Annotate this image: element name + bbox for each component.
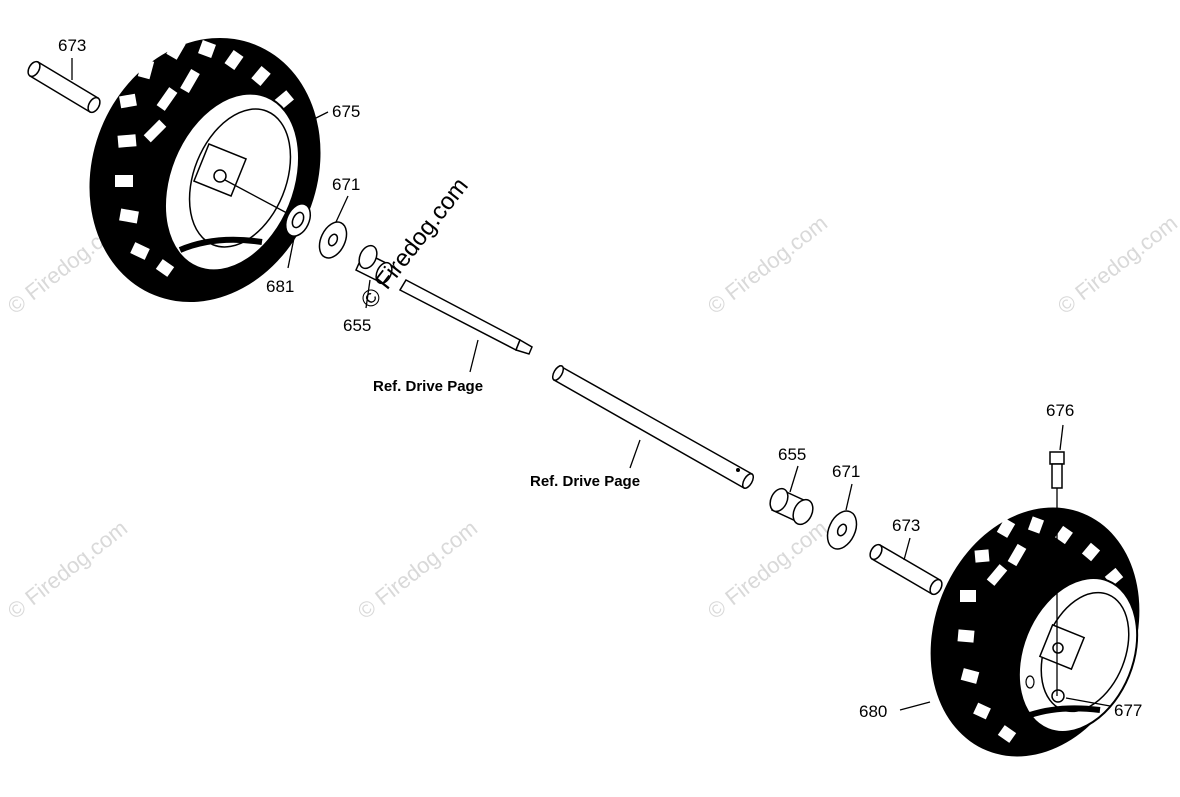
part-671-bottom-washer xyxy=(826,510,858,550)
callout-681: 681 xyxy=(266,277,294,296)
part-673-bottom-bushing xyxy=(869,543,943,596)
watermark-2: © Firedog.com xyxy=(703,210,832,319)
part-655-bottom-bearing xyxy=(769,487,814,526)
callout-677: 677 xyxy=(1114,701,1142,720)
part-671-top-washer xyxy=(318,221,348,259)
left-tread-pattern xyxy=(115,38,294,277)
callout-676: 676 xyxy=(1046,401,1074,420)
right-wheel-680 xyxy=(930,507,1140,757)
watermark-6: © Firedog.com xyxy=(703,515,832,624)
watermark-4: © Firedog.com xyxy=(3,515,132,624)
left-wheel-675 xyxy=(89,37,321,303)
callout-673-bottom: 673 xyxy=(892,516,920,535)
left-drive-shaft xyxy=(398,279,533,355)
callout-labels: 673 675 671 681 655 Ref. Drive Page Ref.… xyxy=(58,36,1142,721)
right-tread-pattern xyxy=(957,516,1124,743)
leader-lines xyxy=(71,58,1111,711)
callout-655-bottom: 655 xyxy=(778,445,806,464)
callout-675: 675 xyxy=(332,102,360,121)
callout-680: 680 xyxy=(859,702,887,721)
part-655-top-bearing xyxy=(355,244,393,285)
callout-673-top: 673 xyxy=(58,36,86,55)
watermark-5: © Firedog.com xyxy=(353,515,482,624)
watermark-3: © Firedog.com xyxy=(1053,210,1180,319)
part-681-washer xyxy=(284,203,312,237)
part-673-top-bushing xyxy=(27,60,101,114)
callout-671-bottom: 671 xyxy=(832,462,860,481)
callout-655-top: 655 xyxy=(343,316,371,335)
ref-drive-page-right: Ref. Drive Page xyxy=(530,473,640,490)
part-676-bolt xyxy=(1049,451,1065,696)
callout-671-top: 671 xyxy=(332,175,360,194)
axle-centerline-left xyxy=(224,179,301,221)
ref-drive-page-left: Ref. Drive Page xyxy=(373,378,483,395)
right-drive-shaft xyxy=(551,364,755,490)
